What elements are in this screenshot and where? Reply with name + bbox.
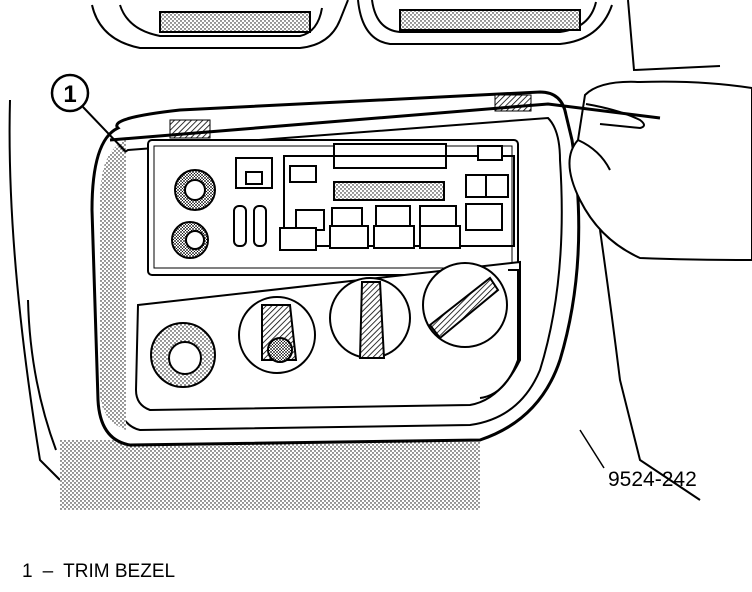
upper-vents	[91, 0, 613, 49]
legend-item-separator: –	[42, 561, 54, 582]
lower-console	[60, 440, 480, 510]
figure-number-leader	[579, 429, 605, 469]
radio-unit	[147, 139, 519, 276]
dashboard-outline	[8, 0, 721, 501]
callout-1: 1	[50, 73, 127, 153]
legend-item-label: TRIM BEZEL	[63, 561, 176, 582]
legend: 1–TRIM BEZEL	[22, 561, 175, 583]
legend-item-number: 1	[22, 561, 33, 582]
figure-number: 9524-242	[608, 468, 697, 491]
climate-control-panel	[134, 260, 521, 412]
prying-hand	[568, 80, 752, 262]
pry-tool	[109, 102, 661, 142]
callout-1-number: 1	[63, 81, 76, 108]
